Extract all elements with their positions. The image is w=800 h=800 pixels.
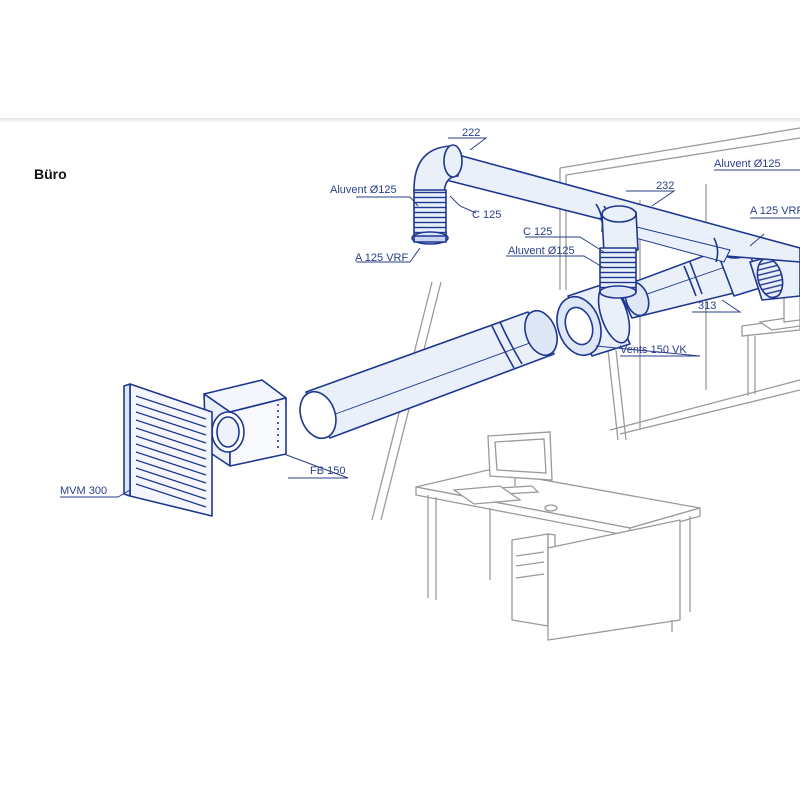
mvm300-grille bbox=[123, 383, 213, 517]
page-title: Büro bbox=[34, 166, 67, 182]
label-c125-mid: C 125 bbox=[523, 226, 552, 238]
label-aluvent-left: Aluvent Ø125 bbox=[330, 184, 397, 196]
label-a125vrf-right: A 125 VRF bbox=[750, 205, 800, 217]
computer-monitor bbox=[452, 431, 558, 512]
label-fb150: FB 150 bbox=[310, 465, 345, 477]
aluvent-flex-mid bbox=[599, 247, 637, 299]
label-aluvent-right: Aluvent Ø125 bbox=[714, 158, 781, 170]
main-duct-lower bbox=[299, 309, 558, 440]
fb150-box bbox=[203, 379, 287, 467]
desk-left bbox=[415, 469, 701, 641]
label-222: 222 bbox=[462, 127, 480, 139]
tee-232 bbox=[601, 205, 639, 255]
vents-150-fan bbox=[556, 283, 631, 357]
label-aluvent-mid: Aluvent Ø125 bbox=[508, 245, 575, 257]
aluvent-flex-left bbox=[411, 189, 449, 245]
label-vents-150-vk: Vents 150 VK bbox=[620, 344, 687, 356]
header-divider bbox=[0, 118, 800, 122]
label-313: 313 bbox=[698, 300, 716, 312]
header-band bbox=[0, 0, 800, 118]
label-a125vrf-left: A 125 VRF bbox=[355, 252, 408, 264]
leader-lines bbox=[60, 137, 800, 498]
label-mvm300: MVM 300 bbox=[60, 485, 107, 497]
elbow-222 bbox=[413, 144, 463, 197]
label-c125-left: C 125 bbox=[472, 209, 501, 221]
desk-right bbox=[741, 293, 800, 396]
label-232: 232 bbox=[656, 180, 674, 192]
